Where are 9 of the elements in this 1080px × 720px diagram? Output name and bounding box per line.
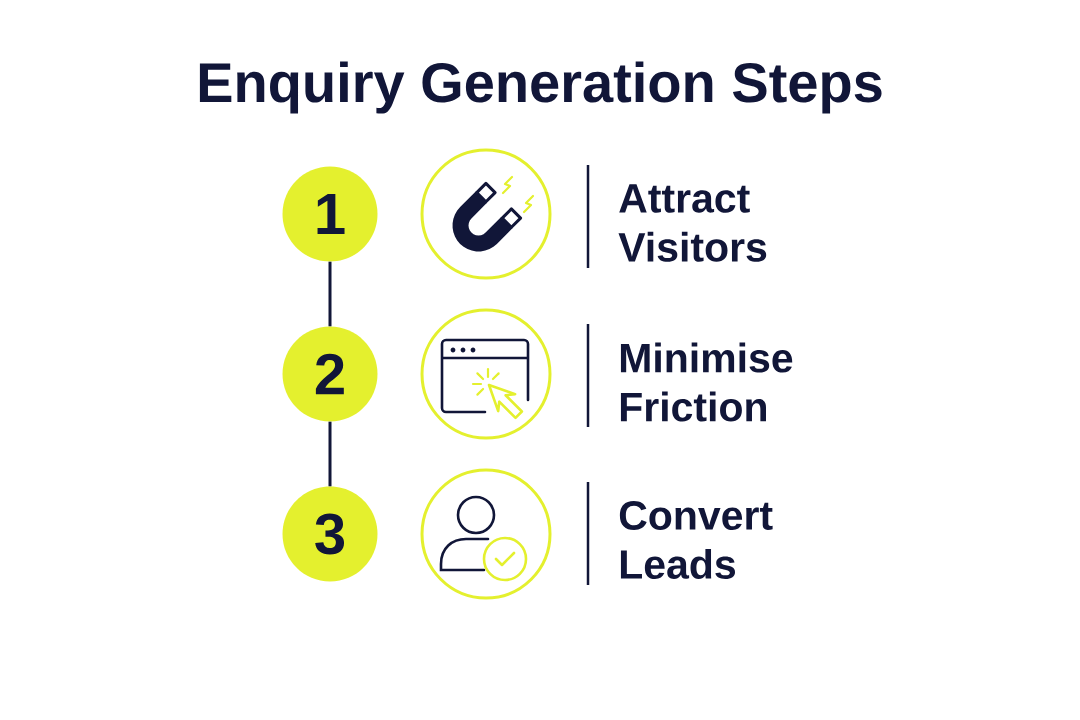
icon-circle xyxy=(420,468,552,600)
step-title: Minimise Friction xyxy=(620,342,793,422)
step-title: Convert Leads xyxy=(619,501,773,579)
connector-line xyxy=(328,261,332,327)
step-title: Attract Visitors xyxy=(618,184,767,262)
icon-circle xyxy=(420,148,552,280)
connector-line xyxy=(328,421,332,487)
title: Enquiry Generation Steps xyxy=(199,61,882,114)
icon-circle xyxy=(420,308,552,440)
